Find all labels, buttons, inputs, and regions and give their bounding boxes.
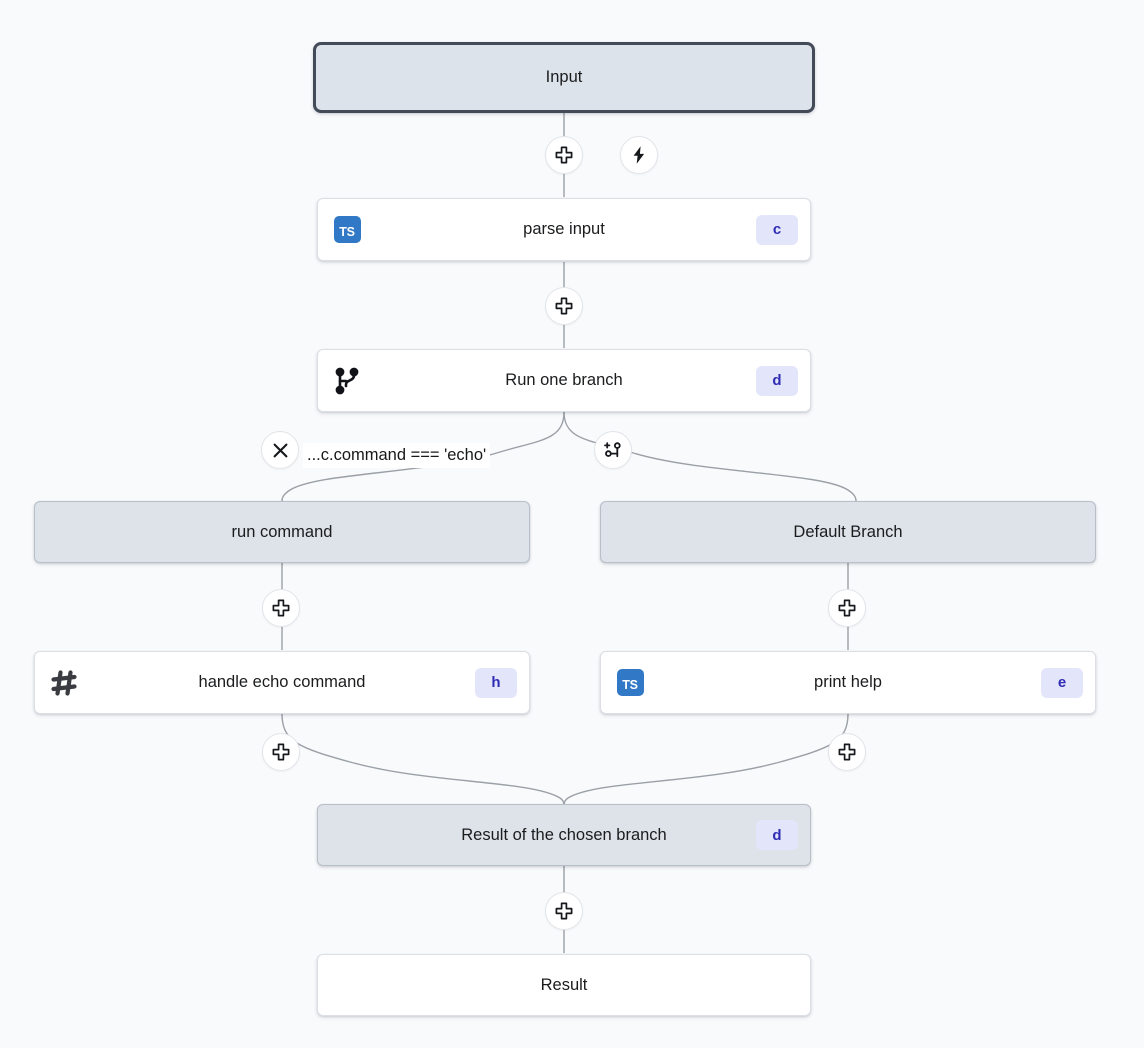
node-run-command-label: run command xyxy=(231,522,333,541)
node-input-label: Input xyxy=(545,68,583,87)
add-step-button-parse-to-branch[interactable] xyxy=(545,287,583,325)
add-step-button-before-result[interactable] xyxy=(545,892,583,930)
lightning-bolt-icon[interactable] xyxy=(620,136,658,174)
node-run-one-branch[interactable]: Run one branch d xyxy=(317,349,811,412)
node-print-help-label: print help xyxy=(814,673,882,692)
node-run-one-branch-label: Run one branch xyxy=(505,371,623,390)
edge-print-help-to-result xyxy=(563,713,849,806)
node-result-of-chosen-branch-label: Result of the chosen branch xyxy=(461,825,667,844)
node-handle-echo-command-label: handle echo command xyxy=(198,673,366,692)
shortcut-badge-parse-input[interactable]: c xyxy=(756,214,798,245)
node-parse-input[interactable]: TS parse input c xyxy=(317,198,811,261)
node-default-branch[interactable]: Default Branch xyxy=(600,501,1096,563)
node-default-branch-label: Default Branch xyxy=(793,522,903,541)
node-result-of-chosen-branch[interactable]: Result of the chosen branch d xyxy=(317,804,811,866)
node-print-help[interactable]: TS print help e xyxy=(600,651,1096,714)
git-branch-icon xyxy=(332,366,362,396)
typescript-icon: TS xyxy=(332,215,362,245)
node-result[interactable]: Result xyxy=(317,954,811,1016)
node-run-command[interactable]: run command xyxy=(34,501,530,563)
shortcut-badge-print-help[interactable]: e xyxy=(1041,667,1083,698)
add-step-button-default-branch[interactable] xyxy=(828,589,866,627)
shortcut-badge-run-one-branch[interactable]: d xyxy=(756,365,798,396)
add-step-button-input-to-parse[interactable] xyxy=(545,136,583,174)
edge-handle-echo-to-result xyxy=(281,713,565,806)
add-step-button-after-handle-echo[interactable] xyxy=(262,733,300,771)
close-x-icon[interactable] xyxy=(261,431,299,469)
add-step-button-run-command[interactable] xyxy=(262,589,300,627)
node-parse-input-label: parse input xyxy=(523,220,605,239)
shortcut-badge-handle-echo-command[interactable]: h xyxy=(475,667,517,698)
node-result-label: Result xyxy=(540,975,588,994)
node-handle-echo-command[interactable]: handle echo command h xyxy=(34,651,530,714)
bash-hash-icon xyxy=(49,668,79,698)
typescript-icon: TS xyxy=(615,668,645,698)
shortcut-badge-result-of-chosen-branch[interactable]: d xyxy=(756,820,798,850)
node-input[interactable]: Input xyxy=(313,42,815,113)
branch-condition-label[interactable]: ...c.command === 'echo' xyxy=(303,443,491,468)
add-branch-icon[interactable] xyxy=(594,431,632,469)
add-step-button-after-print-help[interactable] xyxy=(828,733,866,771)
